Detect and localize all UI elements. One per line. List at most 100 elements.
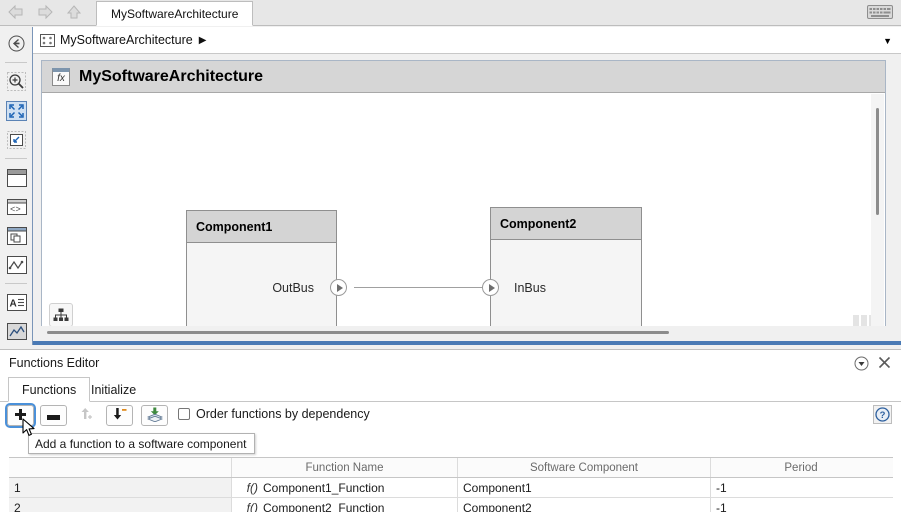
move-down-icon bbox=[112, 407, 127, 424]
document-tab-mysoftwarearchitecture[interactable]: MySoftwareArchitecture bbox=[96, 1, 254, 26]
port-label-inbus: InBus bbox=[514, 281, 546, 295]
component-block-component2[interactable]: Component2 InBus bbox=[490, 207, 642, 331]
cell-index: 1 bbox=[9, 478, 232, 497]
canvas-left-toolbar: <> A bbox=[0, 27, 33, 345]
navigate-up-icon[interactable] bbox=[0, 29, 33, 58]
tab-functions[interactable]: Functions bbox=[8, 377, 91, 402]
up-arrow-icon[interactable] bbox=[64, 4, 84, 20]
port-label-outbus: OutBus bbox=[272, 281, 314, 295]
canvas-title-bar: fx MySoftwareArchitecture bbox=[42, 61, 885, 93]
panel-splitter[interactable] bbox=[33, 341, 901, 345]
component-header: Component2 bbox=[491, 208, 641, 240]
code-view-icon[interactable]: <> bbox=[0, 192, 33, 221]
functions-editor-header: Functions Editor bbox=[0, 350, 901, 377]
component-block-component1[interactable]: Component1 OutBus bbox=[186, 210, 337, 331]
toolbar-divider bbox=[5, 283, 27, 284]
document-tab-strip: MySoftwareArchitecture bbox=[0, 0, 901, 26]
functions-editor-tabs: Functions Initialize bbox=[0, 377, 901, 402]
hierarchy-icon[interactable] bbox=[49, 303, 73, 327]
port-triangle-icon bbox=[488, 283, 495, 292]
function-glyph-icon: f() bbox=[246, 500, 258, 512]
model-browser-icon[interactable] bbox=[0, 163, 33, 192]
scrollbar-thumb[interactable] bbox=[47, 331, 669, 334]
navigation-buttons bbox=[0, 0, 90, 25]
back-arrow-icon[interactable] bbox=[6, 4, 26, 20]
reorder-functions-button[interactable] bbox=[141, 405, 168, 426]
panel-options-icon[interactable] bbox=[854, 356, 869, 371]
functions-table: Function Name Software Component Period … bbox=[9, 457, 893, 512]
svg-text:<>: <> bbox=[10, 205, 21, 215]
canvas-vertical-scrollbar[interactable] bbox=[871, 94, 884, 330]
cell-software-component[interactable]: Component2 bbox=[458, 498, 711, 512]
tab-label: Initialize bbox=[91, 382, 137, 397]
minus-icon bbox=[47, 409, 60, 423]
tab-strip-filler bbox=[253, 0, 901, 25]
scrollbar-thumb[interactable] bbox=[876, 108, 879, 215]
cell-function-name[interactable]: f() Component1_Function bbox=[232, 478, 458, 497]
zoom-region-icon[interactable] bbox=[0, 125, 33, 154]
table-row[interactable]: 1 f() Component1_Function Component1 -1 bbox=[9, 478, 893, 498]
component-name-label: Component2 bbox=[500, 216, 577, 231]
zoom-in-icon[interactable] bbox=[0, 67, 33, 96]
table-header-row: Function Name Software Component Period bbox=[9, 457, 893, 478]
cell-index: 2 bbox=[9, 498, 232, 512]
fit-to-view-icon[interactable] bbox=[0, 96, 33, 125]
component-name-label: Component1 bbox=[196, 219, 273, 234]
table-row[interactable]: 2 f() Component2_Function Component2 -1 bbox=[9, 498, 893, 512]
cell-period[interactable]: -1 bbox=[716, 500, 727, 512]
stack-reorder-icon bbox=[146, 407, 163, 425]
tab-initialize[interactable]: Initialize bbox=[78, 377, 149, 402]
function-glyph-icon: f() bbox=[246, 480, 258, 495]
plus-icon bbox=[14, 408, 27, 424]
cell-function-name[interactable]: f() Component2_Function bbox=[232, 498, 458, 512]
input-port-inbus[interactable] bbox=[482, 279, 499, 296]
breadcrumb: MySoftwareArchitecture ▶ ▼ bbox=[32, 27, 901, 54]
diagram-surface[interactable]: Component1 OutBus Component2 InBus bbox=[42, 94, 885, 331]
column-header-function-name[interactable]: Function Name bbox=[232, 458, 458, 477]
add-function-button[interactable] bbox=[5, 403, 36, 428]
copy-view-icon[interactable] bbox=[0, 221, 33, 250]
cell-period[interactable]: -1 bbox=[716, 480, 727, 495]
chevron-down-icon[interactable]: ▼ bbox=[883, 36, 892, 46]
document-tab-label: MySoftwareArchitecture bbox=[111, 6, 239, 21]
annotation-icon[interactable]: A bbox=[0, 288, 33, 317]
toolbar-divider bbox=[5, 158, 27, 159]
move-down-button[interactable] bbox=[106, 405, 133, 426]
canvas-horizontal-scrollbar[interactable] bbox=[41, 326, 886, 339]
order-by-dependency-checkbox[interactable]: Order functions by dependency bbox=[178, 407, 370, 421]
checkbox-box[interactable] bbox=[178, 408, 190, 420]
output-port-outbus[interactable] bbox=[330, 279, 347, 296]
remove-function-button[interactable] bbox=[40, 405, 67, 426]
svg-text:A: A bbox=[9, 299, 16, 310]
scope-icon[interactable] bbox=[0, 317, 33, 346]
breadcrumb-separator-icon: ▶ bbox=[198, 34, 207, 46]
panel-title: Functions Editor bbox=[9, 356, 100, 370]
breadcrumb-item-root[interactable]: MySoftwareArchitecture bbox=[60, 33, 193, 47]
function-badge-icon: fx bbox=[52, 67, 70, 86]
signal-trace-icon[interactable] bbox=[0, 250, 33, 279]
forward-arrow-icon[interactable] bbox=[35, 4, 55, 20]
keyboard-icon[interactable] bbox=[867, 5, 893, 19]
functions-editor-toolbar: Order functions by dependency ? bbox=[0, 402, 901, 430]
move-up-button bbox=[73, 405, 100, 426]
toolbar-divider bbox=[5, 62, 27, 63]
tooltip-text: Add a function to a software component bbox=[35, 436, 247, 451]
mouse-cursor bbox=[22, 418, 36, 441]
svg-text:?: ? bbox=[880, 410, 886, 421]
model-canvas[interactable]: fx MySoftwareArchitecture Component1 Out… bbox=[41, 60, 886, 332]
column-header-period[interactable]: Period bbox=[784, 461, 818, 474]
tooltip: Add a function to a software component bbox=[28, 433, 255, 454]
port-triangle-icon bbox=[336, 283, 343, 292]
component-header: Component1 bbox=[187, 211, 336, 243]
help-icon[interactable]: ? bbox=[873, 405, 892, 424]
checkbox-label: Order functions by dependency bbox=[196, 407, 370, 421]
cell-software-component[interactable]: Component1 bbox=[458, 478, 711, 497]
column-header-index[interactable] bbox=[9, 458, 232, 477]
connection-line[interactable] bbox=[354, 287, 514, 288]
column-header-software-component[interactable]: Software Component bbox=[458, 458, 711, 477]
tab-label: Functions bbox=[22, 382, 77, 397]
function-name-text: Component1_Function bbox=[263, 480, 385, 495]
functions-editor-panel: Functions Editor Functions Initialize bbox=[0, 349, 901, 512]
close-icon[interactable] bbox=[877, 355, 892, 370]
